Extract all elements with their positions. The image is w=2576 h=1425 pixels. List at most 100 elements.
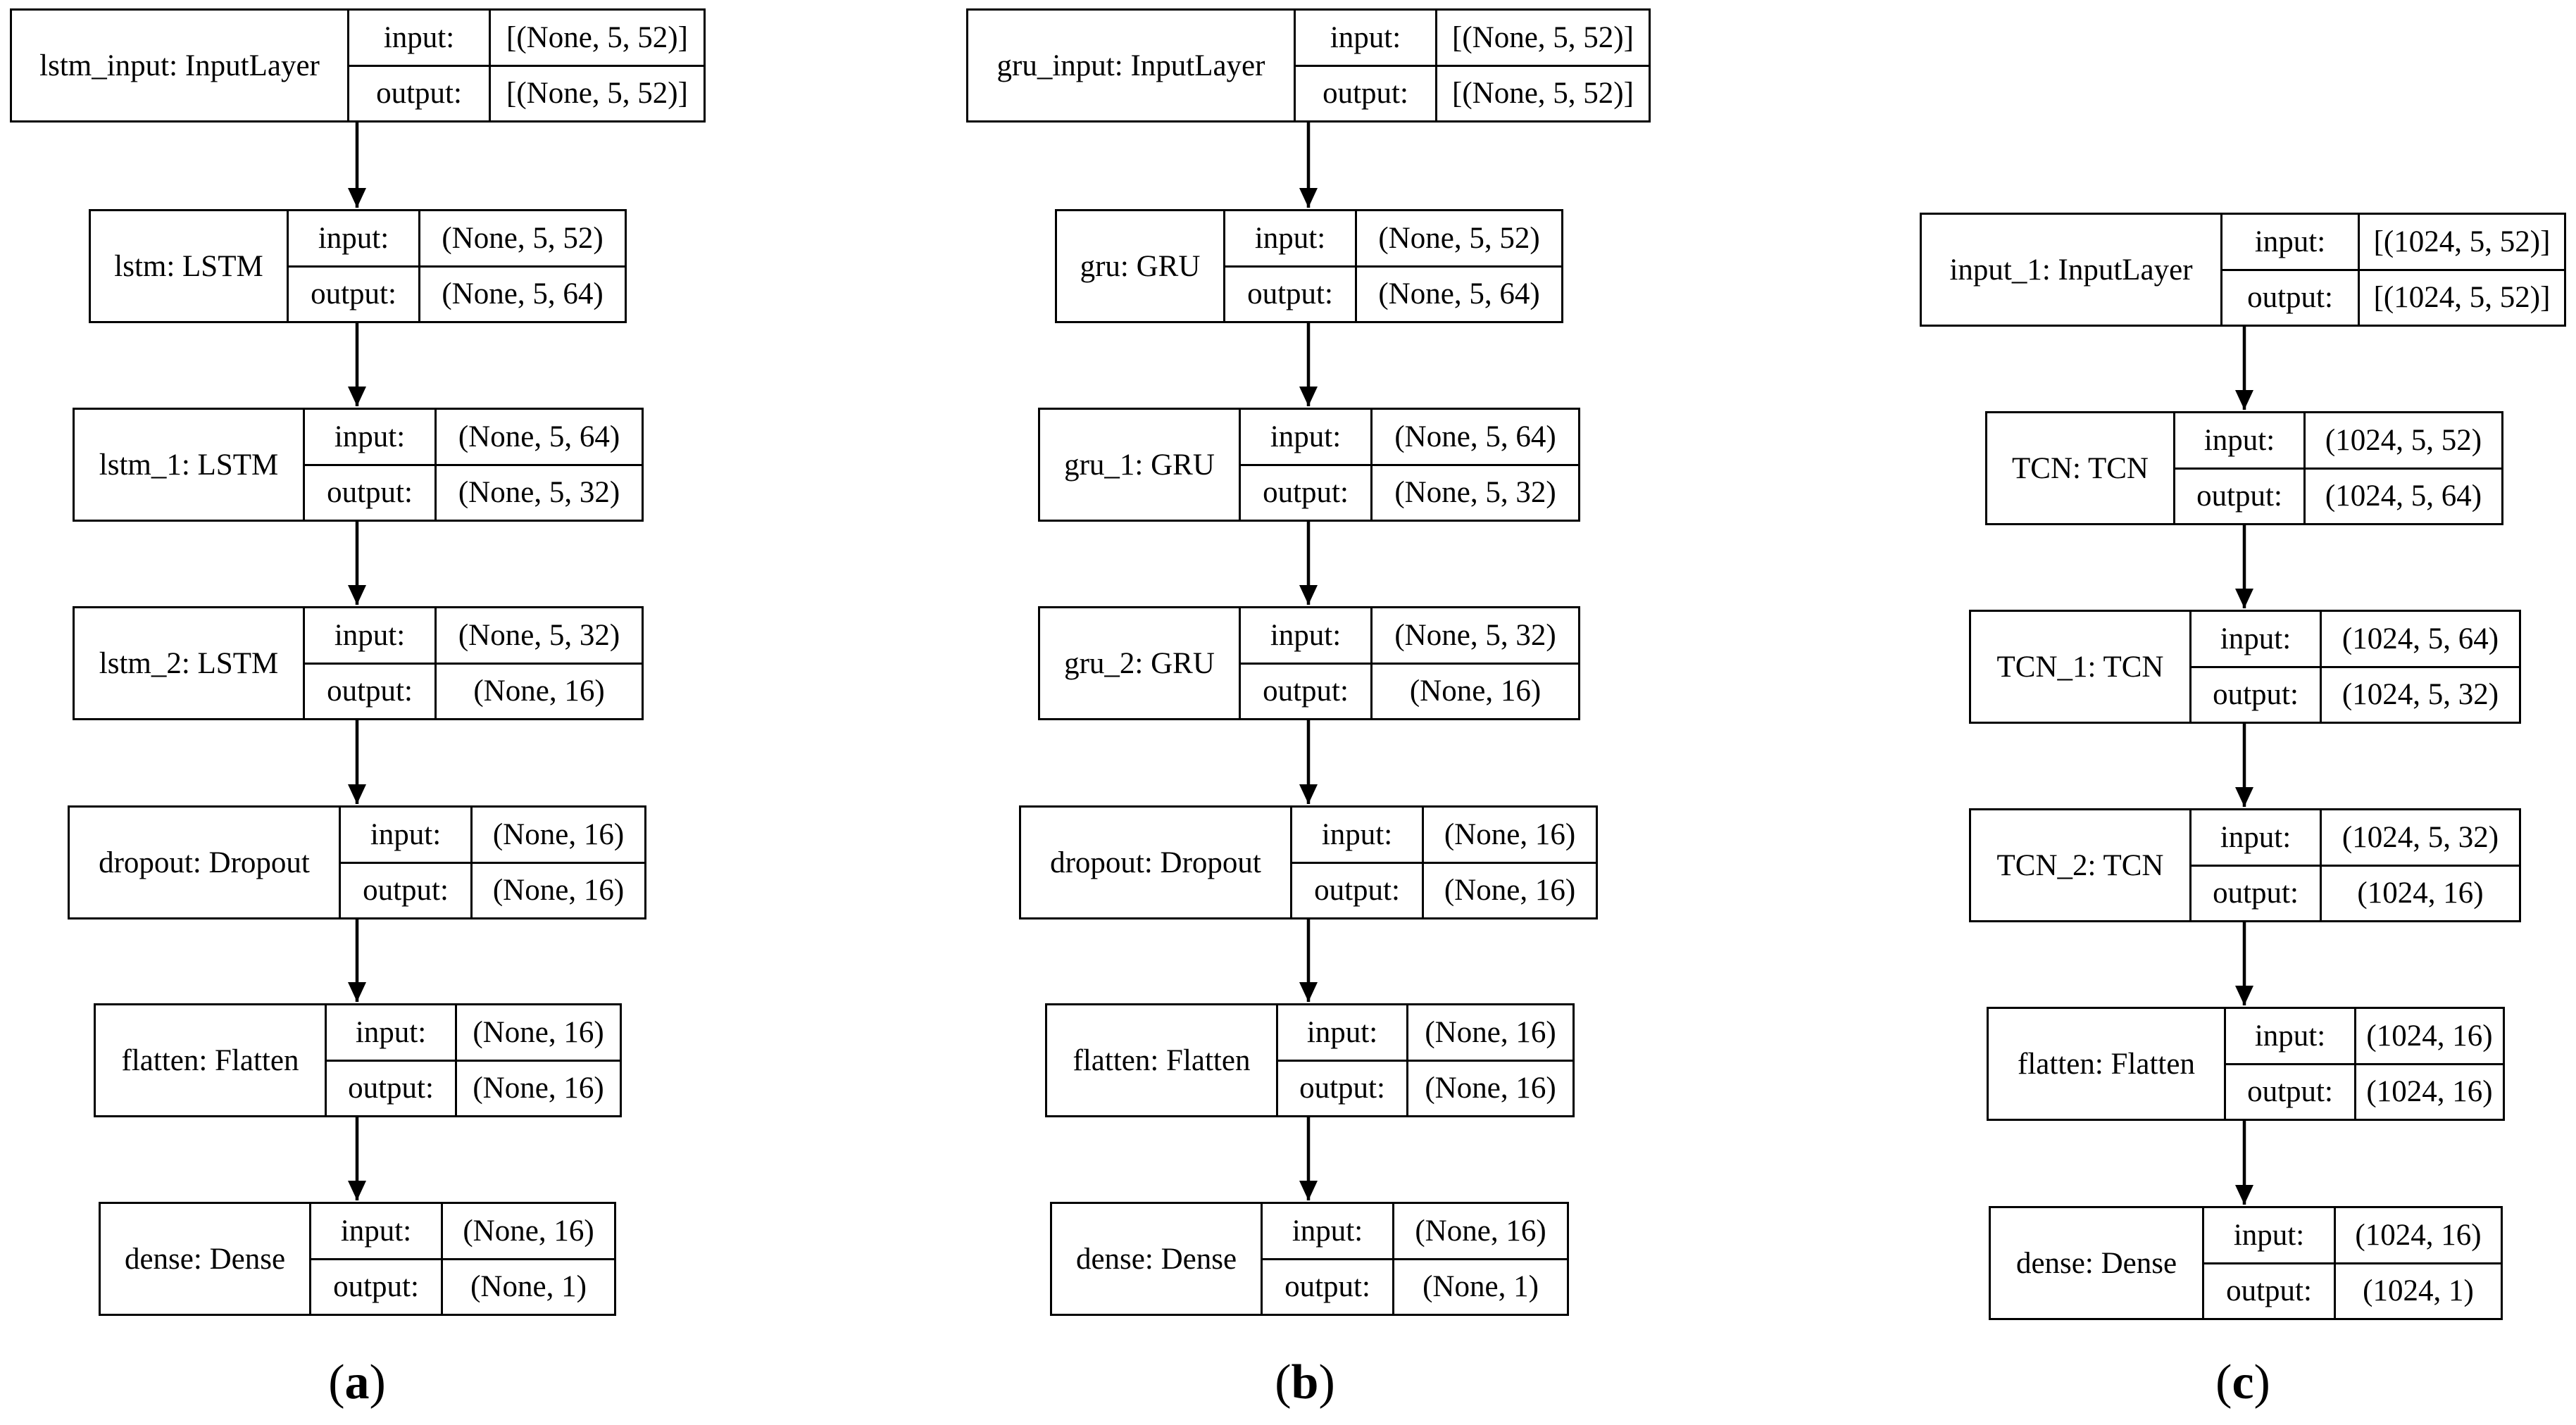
layer-name: flatten: Flatten — [1047, 1005, 1278, 1115]
input-label: input: — [2222, 215, 2358, 271]
input-shape: [(None, 5, 52)] — [491, 11, 704, 67]
layer-name: dense: Dense — [1991, 1208, 2204, 1318]
layer-name: TCN_1: TCN — [1971, 612, 2192, 722]
input-shape: (None, 16) — [1394, 1204, 1567, 1260]
output-shape: (None, 16) — [1409, 674, 1542, 708]
layer-node: gru_2: GRU input: output: (None, 5, 32) (N… — [1038, 606, 1580, 720]
caption-c: (c) — [2215, 1355, 2270, 1410]
input-label: input: — [1278, 1005, 1406, 1062]
layer-name: lstm: LSTM — [91, 211, 289, 321]
input-shape: (None, 5, 52) — [1357, 211, 1561, 268]
output-label: output: — [2213, 877, 2299, 910]
output-label: output: — [2247, 281, 2333, 315]
input-shape: (1024, 16) — [2336, 1208, 2501, 1264]
layer-node: dropout: Dropout input:output: (None, 16… — [68, 805, 646, 919]
layer-node: lstm_1: LSTM input:output: (None, 5, 64)… — [73, 408, 644, 522]
output-label: output: — [348, 1072, 434, 1105]
layer-node: TCN: TCN input:output: (1024, 5, 52)(102… — [1985, 411, 2503, 525]
layer-name: lstm_2: LSTM — [75, 608, 305, 718]
input-label: input: — [1241, 410, 1370, 466]
input-label: input: — [2226, 1009, 2354, 1065]
output-shape: (None, 5, 64) — [442, 277, 604, 311]
layer-node: lstm: LSTM input:output: (None, 5, 52)(N… — [89, 209, 627, 323]
layer-name: gru: GRU — [1057, 211, 1225, 321]
output-shape: (None, 16) — [473, 1072, 604, 1105]
input-shape: (None, 5, 64) — [1373, 410, 1578, 466]
layer-name: flatten: Flatten — [96, 1005, 327, 1115]
input-label: input: — [1225, 211, 1355, 268]
layer-node: dense: Dense input:output: (None, 16)(No… — [1050, 1202, 1569, 1316]
output-label: output: — [1299, 1072, 1385, 1105]
layer-node: flatten: Flatten input: output: (1024, 16… — [1987, 1007, 2505, 1121]
layer-node: lstm_input: InputLayer input: output: [(N… — [10, 8, 706, 123]
input-shape: (None, 5, 64) — [437, 410, 642, 466]
caption-a: (a) — [328, 1355, 386, 1410]
input-shape: (None, 16) — [457, 1005, 620, 1062]
input-shape: (1024, 5, 64) — [2322, 612, 2519, 668]
output-label: output: — [1263, 674, 1349, 708]
output-shape: [(None, 5, 52)] — [1452, 77, 1634, 111]
input-label: input: — [1296, 11, 1435, 67]
output-shape: (1024, 5, 32) — [2341, 678, 2499, 712]
layer-name: dense: Dense — [1052, 1204, 1263, 1314]
input-label: input: — [311, 1204, 441, 1260]
caption-b: (b) — [1275, 1355, 1335, 1410]
input-label: input: — [1292, 808, 1422, 864]
input-shape: (1024, 5, 32) — [2322, 810, 2519, 867]
output-label: output: — [2247, 1075, 2333, 1109]
layer-node: input_1: InputLayer input:output: [(1024… — [1920, 213, 2566, 327]
output-label: output: — [363, 874, 449, 908]
layer-name: dropout: Dropout — [70, 808, 341, 917]
input-label: input: — [1241, 608, 1370, 665]
layer-node: TCN_1: TCN input: output: (1024, 5, 64) (1… — [1969, 610, 2521, 724]
output-label: output: — [311, 277, 396, 311]
input-label: input: — [289, 211, 418, 268]
layer-name: gru_input: InputLayer — [968, 11, 1296, 120]
layer-node: dense: Dense input:output: (1024, 16)(10… — [1989, 1206, 2503, 1320]
output-shape: (None, 1) — [470, 1270, 587, 1304]
input-shape: (None, 5, 32) — [437, 608, 642, 665]
output-shape: [(1024, 5, 52)] — [2373, 281, 2551, 315]
output-label: output: — [1263, 476, 1349, 510]
layer-name: lstm_input: InputLayer — [12, 11, 349, 120]
layer-name: dense: Dense — [101, 1204, 311, 1314]
layer-node: TCN_2: TCN input:output: (1024, 5, 32)(1… — [1969, 808, 2521, 922]
input-label: input: — [2192, 612, 2320, 668]
input-label: input: — [349, 11, 489, 67]
layer-node: gru_input: InputLayer input:output: [(No… — [966, 8, 1651, 123]
layer-node: gru: GRU input: output: (None, 5, 52) (Non… — [1055, 209, 1563, 323]
input-shape: (None, 16) — [473, 808, 644, 864]
layer-name: gru_2: GRU — [1040, 608, 1241, 718]
input-shape: (None, 16) — [1424, 808, 1596, 864]
input-label: input: — [1263, 1204, 1392, 1260]
layer-name: gru_1: GRU — [1040, 410, 1241, 520]
output-shape: (None, 16) — [473, 674, 605, 708]
input-label: input: — [305, 410, 434, 466]
output-shape: (None, 16) — [492, 874, 625, 908]
output-label: output: — [376, 77, 462, 111]
output-shape: (None, 5, 32) — [458, 476, 620, 510]
input-shape: (None, 16) — [443, 1204, 614, 1260]
output-label: output: — [1247, 277, 1333, 311]
input-shape: [(None, 5, 52)] — [1437, 11, 1649, 67]
output-shape: (None, 5, 64) — [1378, 277, 1540, 311]
layer-name: dropout: Dropout — [1021, 808, 1292, 917]
output-shape: (1024, 16) — [2366, 1075, 2493, 1109]
layer-node: gru_1: GRU input:output: (None, 5, 64)(N… — [1038, 408, 1580, 522]
output-label: output: — [327, 674, 413, 708]
output-label: output: — [1314, 874, 1400, 908]
input-shape: (1024, 16) — [2356, 1009, 2503, 1065]
input-label: input: — [327, 1005, 455, 1062]
output-label: output: — [333, 1270, 419, 1304]
output-label: output: — [2213, 678, 2299, 712]
output-shape: (None, 16) — [1444, 874, 1576, 908]
output-shape: (1024, 1) — [2363, 1274, 2474, 1308]
input-label: input: — [2192, 810, 2320, 867]
input-label: input: — [2175, 413, 2303, 470]
output-shape: (1024, 16) — [2357, 877, 2484, 910]
input-shape: (None, 5, 32) — [1373, 608, 1578, 665]
layer-name: flatten: Flatten — [1989, 1009, 2226, 1119]
layer-node: dropout: Dropout input: output: (None, 16… — [1019, 805, 1598, 919]
layer-node: dense: Dense input: output: (None, 16) (No… — [99, 1202, 616, 1316]
